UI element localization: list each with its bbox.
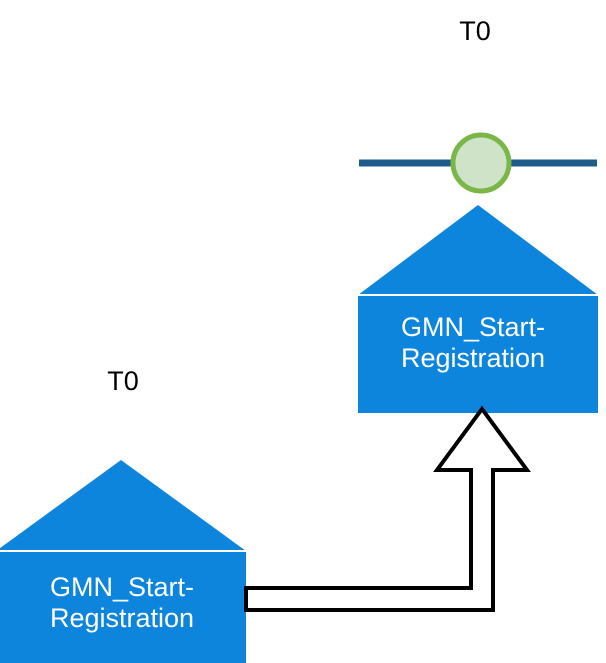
token-circle[interactable] [450,132,512,194]
bottom-node-time-label: T0 [107,366,139,396]
top-node-time-label: T0 [459,16,491,46]
bottom-node-shape[interactable] [0,460,246,663]
flow-arrow-icon[interactable] [244,405,531,612]
top-node-shape[interactable] [358,205,598,413]
